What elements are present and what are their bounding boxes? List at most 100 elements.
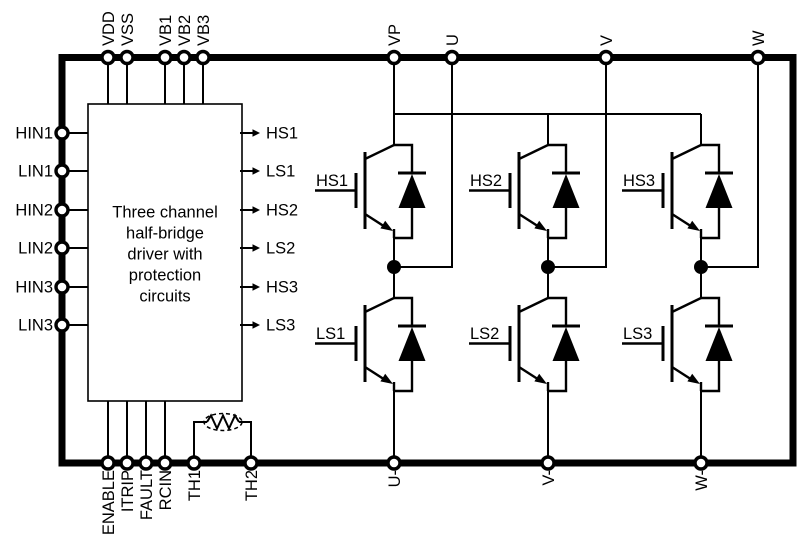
phase-nodes (387, 260, 708, 274)
pin-label-enable: ENABLE (100, 470, 118, 535)
top-supply-wires (107, 60, 204, 104)
output-arrow-lines (240, 132, 253, 326)
pin-label-vb3: VB3 (195, 15, 213, 46)
thermistor-dashed-outline (203, 412, 243, 432)
output-label-hs1: HS1 (266, 125, 298, 143)
pin-label-th1: TH1 (186, 470, 204, 501)
pin-vb2 (176, 49, 192, 66)
pin-label-u-minus: U- (386, 470, 404, 487)
pin-w-minus (693, 455, 709, 471)
u-output-wire (394, 60, 453, 268)
pin-label-vb2: VB2 (176, 15, 194, 46)
pin-rcin (157, 455, 173, 471)
igbt-hs3 (620, 143, 735, 240)
pin-v (598, 49, 614, 66)
pin-label-lin3: LIN3 (18, 317, 53, 335)
igbt-label-hs2: HS2 (470, 172, 502, 190)
output-arrowhead-hs3 (252, 283, 260, 291)
output-arrowhead-hs1 (252, 129, 260, 137)
pin-u (444, 49, 460, 66)
pin-w (750, 49, 766, 66)
igbt-label-ls1: LS1 (316, 325, 345, 343)
pin-label-lin2: LIN2 (18, 240, 53, 258)
pin-label-w: W (750, 30, 768, 46)
output-label-hs2: HS2 (266, 202, 298, 220)
output-label-ls2: LS2 (266, 240, 295, 258)
node-phase-v (541, 260, 555, 274)
pin-hin2 (54, 202, 70, 218)
left-input-wires (66, 132, 88, 326)
node-phase-u (387, 260, 401, 274)
output-arrowhead-hs2 (252, 206, 260, 214)
pin-vb1 (157, 49, 173, 66)
driver-box-text: Three channel half-bridge driver with pr… (112, 204, 218, 306)
pin-label-v: V (598, 35, 616, 46)
pin-label-th2: TH2 (243, 470, 261, 501)
pin-label-hin1: HIN1 (15, 125, 53, 143)
pin-lin3 (54, 317, 70, 333)
pin-hin3 (54, 279, 70, 295)
igbt-label-ls2: LS2 (470, 325, 499, 343)
thermistor-wires (193, 421, 252, 459)
driver-box-line-2: half-bridge (126, 225, 204, 243)
pin-label-lin1: LIN1 (18, 163, 53, 181)
igbt-labels: HS1 HS2 HS3 LS1 LS2 LS3 (316, 172, 655, 343)
output-arrowhead-ls2 (252, 244, 260, 252)
driver-outputs: HS1 LS1 HS2 LS2 HS3 LS3 (240, 125, 298, 335)
thermistor-zigzag (206, 413, 240, 431)
igbt-ls1 (313, 296, 428, 393)
pin-vdd (100, 49, 116, 66)
thermistor-symbol (203, 412, 243, 432)
output-label-ls1: LS1 (266, 163, 295, 181)
pin-v-minus (540, 455, 556, 471)
pin-label-hin3: HIN3 (15, 279, 53, 297)
output-arrowhead-ls3 (252, 321, 260, 329)
igbt-hs2 (467, 143, 582, 240)
pin-th1 (186, 455, 202, 471)
pin-vp (386, 49, 402, 66)
output-label-ls3: LS3 (266, 317, 295, 335)
pin-label-rcin: RCIN (157, 470, 175, 510)
pin-label-vss: VSS (119, 13, 137, 46)
pin-labels: VDD VSS VB1 VB2 VB3 VP U V W HIN1 LIN1 H… (15, 11, 768, 535)
pin-circles (54, 49, 766, 471)
output-arrowhead-ls1 (252, 167, 260, 175)
pin-label-w-minus: W- (693, 470, 711, 491)
igbt-hs1 (313, 143, 428, 240)
driver-box-line-3: driver with (127, 246, 202, 264)
pin-label-vp: VP (386, 24, 404, 46)
pin-lin2 (54, 240, 70, 256)
pin-label-v-minus: V- (540, 470, 558, 486)
pin-label-fault: FAULT (138, 470, 156, 520)
pin-label-vdd: VDD (100, 11, 118, 46)
pin-th2 (243, 455, 259, 471)
driver-box (87, 103, 243, 402)
phase-bottom-rails (393, 391, 702, 459)
pin-label-vb1: VB1 (157, 15, 175, 46)
pin-vss (119, 49, 135, 66)
igbt-label-hs1: HS1 (316, 172, 348, 190)
pin-enable (100, 455, 116, 471)
vp-bus-drops (547, 114, 702, 145)
bottom-control-wires (107, 401, 166, 459)
pin-itrip (119, 455, 135, 471)
igbt-cells (313, 143, 735, 393)
igbt-label-ls3: LS3 (623, 325, 652, 343)
node-phase-w (694, 260, 708, 274)
driver-box-line-5: circuits (139, 288, 190, 306)
pin-hin1 (54, 125, 70, 141)
igbt-ls2 (467, 296, 582, 393)
pin-label-hin2: HIN2 (15, 202, 53, 220)
driver-box-line-1: Three channel (112, 204, 218, 222)
pin-u-minus (386, 455, 402, 471)
pin-label-u: U (444, 34, 462, 46)
output-label-hs3: HS3 (266, 279, 298, 297)
pin-fault (138, 455, 154, 471)
w-output-wire (701, 60, 759, 268)
igbt-ls3 (620, 296, 735, 393)
igbt-label-hs3: HS3 (623, 172, 655, 190)
pin-label-itrip: ITRIP (119, 470, 137, 512)
pin-lin1 (54, 163, 70, 179)
driver-box-line-4: protection (129, 267, 201, 285)
